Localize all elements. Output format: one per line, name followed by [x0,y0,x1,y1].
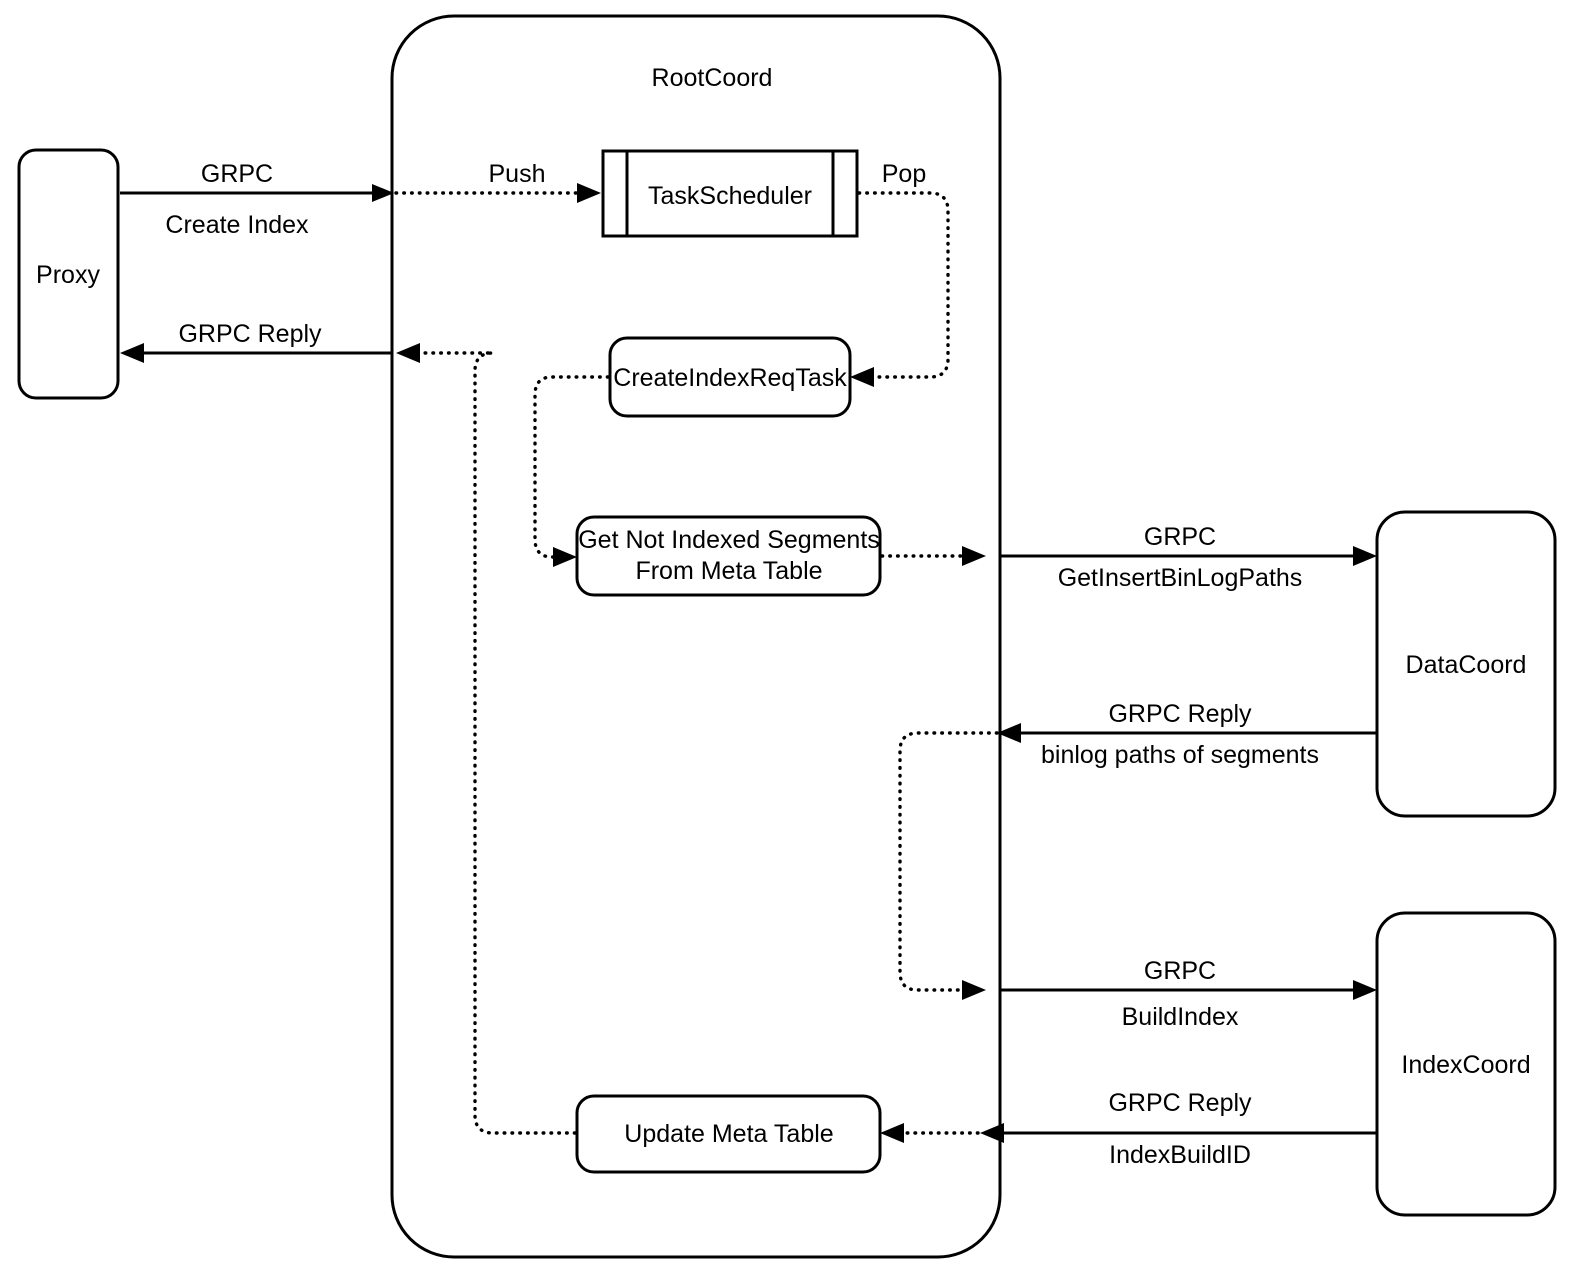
index-coord-shape[interactable] [1375,911,1557,1217]
edge-pop-arrowhead [850,367,874,387]
rootcoord-container-shape [390,14,1002,1259]
edge-task-to-get-segments-path [533,375,610,559]
node-update-meta-table[interactable]: Update Meta Table [575,1094,882,1174]
index-coord-label: IndexCoord [1401,1051,1530,1079]
edge-rootcoord-to-indexcoord-label-bottom: BuildIndex [1122,1003,1239,1031]
edge-rootcoord-to-indexcoord: GRPC BuildIndex [1000,957,1377,1031]
edge-binlog-to-buildindex-arrowhead [962,980,986,1000]
get-not-indexed-segments-line2: From Meta Table [635,557,822,585]
edge-task-to-get-segments-arrowhead [553,547,577,567]
edge-rootcoord-to-indexcoord-label-top: GRPC [1144,957,1216,985]
node-data-coord[interactable]: DataCoord [1375,510,1557,818]
edge-binlog-to-buildindex [898,731,999,1000]
node-create-index-req-task[interactable]: CreateIndexReqTask [608,336,852,418]
edge-update-meta-table-to-proxy-reply-arrowhead [396,343,420,363]
node-proxy[interactable]: Proxy [17,148,120,400]
get-not-indexed-segments-line1: Get Not Indexed Segments [578,526,880,554]
edge-datacoord-to-rootcoord-label-top: GRPC Reply [1108,700,1252,728]
edge-update-meta-table-to-proxy-reply-path [412,351,577,1135]
edge-proxy-to-rootcoord-arrowhead [372,184,394,202]
proxy-label: Proxy [36,261,100,289]
task-scheduler-shape[interactable] [601,149,859,238]
edge-rootcoord-to-indexcoord-arrowhead [1353,980,1377,1000]
edge-rootcoord-to-proxy: GRPC Reply [120,320,392,363]
edge-rootcoord-to-datacoord-label-bottom: GetInsertBinLogPaths [1058,564,1303,592]
update-meta-table-label: Update Meta Table [624,1120,833,1148]
node-task-scheduler[interactable]: TaskScheduler [601,149,859,238]
edge-datacoord-to-rootcoord-arrowhead [997,723,1021,743]
edge-rootcoord-to-datacoord-arrowhead [1353,546,1377,566]
edge-border-to-update-meta-table [880,1123,980,1143]
edge-pop-to-create-index-req-task: Pop [850,160,950,387]
edge-indexcoord-to-rootcoord-label-bottom: IndexBuildID [1109,1141,1251,1169]
rootcoord-label: RootCoord [652,64,773,92]
data-coord-shape[interactable] [1375,510,1557,818]
edge-get-segments-to-border [880,546,986,566]
rootcoord-container: RootCoord [390,14,1002,1259]
proxy-shape[interactable] [17,148,120,400]
edge-border-to-update-meta-table-arrowhead [880,1123,904,1143]
edge-rootcoord-to-datacoord: GRPC GetInsertBinLogPaths [1000,523,1377,592]
edge-proxy-to-rootcoord-label-bottom: Create Index [165,211,309,239]
edge-datacoord-to-rootcoord-label-bottom: binlog paths of segments [1041,741,1319,769]
edge-indexcoord-to-rootcoord: GRPC Reply IndexBuildID [980,1089,1377,1169]
edge-rootcoord-to-datacoord-label-top: GRPC [1144,523,1216,551]
edge-datacoord-to-rootcoord: GRPC Reply binlog paths of segments [997,700,1377,769]
edge-indexcoord-to-rootcoord-label-top: GRPC Reply [1108,1089,1252,1117]
node-index-coord[interactable]: IndexCoord [1375,911,1557,1217]
node-get-not-indexed-segments[interactable]: Get Not Indexed Segments From Meta Table [575,515,882,597]
edge-rootcoord-to-proxy-label: GRPC Reply [178,320,322,348]
edge-get-segments-to-border-arrowhead [962,546,986,566]
edge-proxy-to-rootcoord: GRPC Create Index [120,160,394,239]
edge-update-meta-table-to-proxy-reply [396,343,577,1135]
edge-task-to-get-segments [533,375,610,567]
data-coord-label: DataCoord [1406,651,1527,679]
edge-indexcoord-to-rootcoord-arrowhead [980,1123,1004,1143]
task-scheduler-label: TaskScheduler [648,182,812,210]
edge-rootcoord-to-proxy-arrowhead [120,343,144,363]
edge-pop-path [857,191,950,379]
edge-binlog-to-buildindex-path [898,731,999,992]
edge-pop-label: Pop [882,160,926,188]
update-meta-table-shape[interactable] [575,1094,882,1174]
edge-push-arrowhead [577,183,601,203]
create-index-req-task-label: CreateIndexReqTask [613,364,847,392]
edge-push-to-task-scheduler: Push [394,160,601,203]
edge-push-label: Push [489,160,546,188]
get-not-indexed-segments-shape[interactable] [575,515,882,597]
edge-proxy-to-rootcoord-label-top: GRPC [201,160,273,188]
